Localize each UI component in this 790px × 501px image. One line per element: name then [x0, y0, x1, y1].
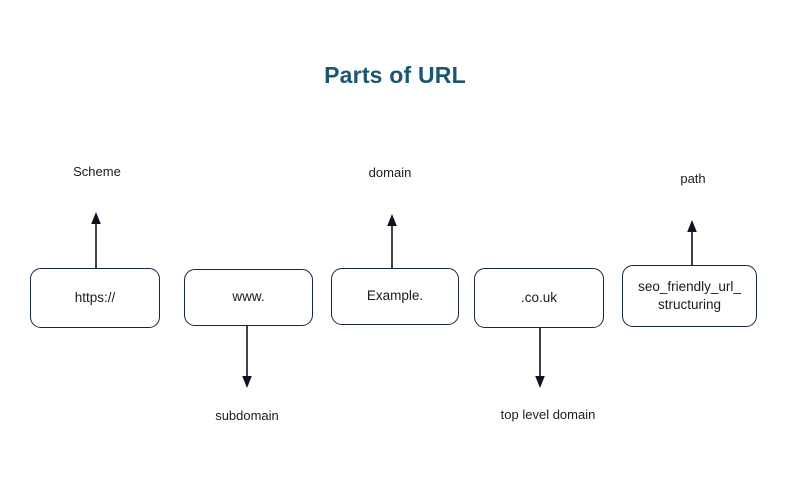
- arrow-tld: [523, 328, 557, 390]
- node-subdomain[interactable]: www.: [184, 269, 313, 326]
- node-path[interactable]: seo_friendly_url_ structuring: [622, 265, 757, 327]
- caption-tld: top level domain: [500, 407, 596, 422]
- page-title: Parts of URL: [324, 62, 466, 88]
- arrow-path: [675, 218, 709, 272]
- arrow-scheme: [79, 210, 113, 270]
- node-tld[interactable]: .co.uk: [474, 268, 604, 328]
- caption-domain: domain: [368, 165, 412, 180]
- caption-scheme: Scheme: [73, 164, 121, 179]
- arrow-subdomain: [230, 326, 264, 390]
- node-domain[interactable]: Example.: [331, 268, 459, 325]
- node-scheme[interactable]: https://: [30, 268, 160, 328]
- caption-subdomain: subdomain: [215, 408, 279, 423]
- caption-path: path: [680, 171, 706, 186]
- arrow-domain: [375, 212, 409, 270]
